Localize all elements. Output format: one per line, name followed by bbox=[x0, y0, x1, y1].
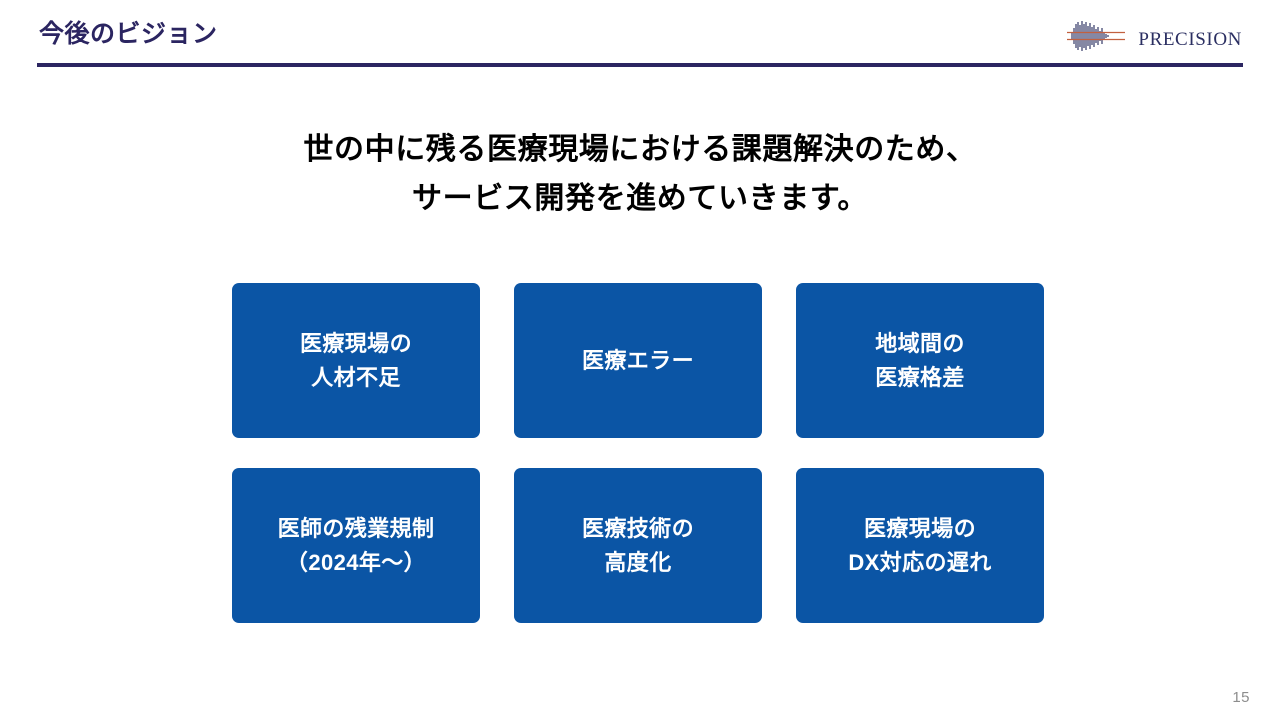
header-divider bbox=[37, 63, 1243, 67]
lead-line-2: サービス開発を進めていきます。 bbox=[412, 181, 868, 215]
lead-line-1: 世の中に残る医療現場における課題解決のため、 bbox=[303, 133, 977, 166]
card-line: 医療現場の bbox=[863, 516, 976, 542]
card-line: （2024年〜） bbox=[285, 549, 427, 575]
card-line: 人材不足 bbox=[311, 364, 401, 390]
card-dx-delay[interactable]: 医療現場の DX対応の遅れ bbox=[796, 468, 1044, 623]
card-line: 医療現場の bbox=[299, 331, 412, 357]
card-tech-advancement[interactable]: 医療技術の 高度化 bbox=[514, 468, 762, 623]
card-line: 高度化 bbox=[604, 549, 672, 575]
card-line: 医療格差 bbox=[875, 364, 965, 390]
page-number: 15 bbox=[1232, 689, 1250, 706]
card-staff-shortage[interactable]: 医療現場の 人材不足 bbox=[232, 283, 480, 438]
card-line: 地域間の bbox=[875, 331, 965, 357]
challenge-card-grid: 医療現場の 人材不足 医療エラー 地域間の 医療格差 医師の残業規制 （2024… bbox=[232, 283, 1046, 623]
brand-wordmark: Precision bbox=[1138, 20, 1242, 51]
lead-statement: 世の中に残る医療現場における課題解決のため、 サービス開発を進めていきます。 bbox=[0, 126, 1280, 223]
card-medical-error[interactable]: 医療エラー bbox=[514, 283, 762, 438]
card-line: DX対応の遅れ bbox=[848, 549, 992, 575]
card-regional-gap[interactable]: 地域間の 医療格差 bbox=[796, 283, 1044, 438]
brand-logo: Precision bbox=[1067, 17, 1242, 55]
card-line: 医療エラー bbox=[581, 347, 694, 373]
card-line: 医療技術の bbox=[581, 516, 694, 542]
card-overtime-rules[interactable]: 医師の残業規制 （2024年〜） bbox=[232, 468, 480, 623]
waveform-mark-icon bbox=[1067, 19, 1129, 53]
card-line: 医師の残業規制 bbox=[277, 516, 435, 542]
page-title: 今後のビジョン bbox=[39, 20, 218, 48]
